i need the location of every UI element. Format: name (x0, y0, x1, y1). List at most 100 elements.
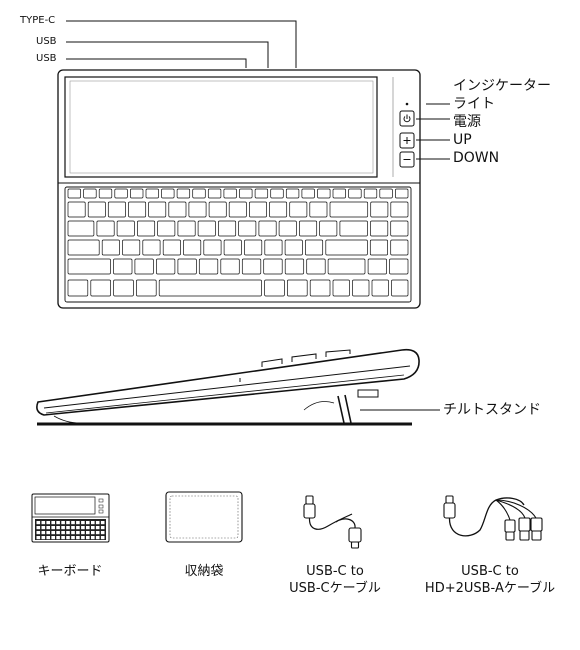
up-button[interactable] (399, 132, 415, 149)
down-button[interactable] (399, 151, 415, 168)
keyboard-key (177, 220, 196, 237)
tilt-stand-label: チルトスタンド (443, 402, 541, 418)
keyboard-key (157, 220, 176, 237)
mini-key (95, 536, 100, 540)
keyboard-key (67, 220, 95, 237)
mini-key (51, 536, 55, 540)
keyboard-key (188, 201, 207, 218)
keyboard-key (244, 239, 263, 256)
accessory-bag-caption: 収納袋 (149, 563, 259, 580)
keyboard-key (285, 188, 300, 199)
keyboard-key (309, 201, 328, 218)
keyboard-key (306, 258, 326, 275)
keyboard-key (114, 188, 128, 199)
mini-key (86, 526, 90, 530)
mini-key (36, 531, 41, 535)
keyboard-key (305, 239, 324, 256)
keyboard-key (183, 239, 202, 256)
keyboard-key (145, 188, 159, 199)
keyboard-key (192, 188, 206, 199)
keyboard-key (116, 220, 135, 237)
keyboard-key (270, 188, 284, 199)
screen (64, 76, 378, 178)
keyboard-keys (67, 188, 409, 297)
mini-key (61, 531, 65, 535)
keyboard-key (67, 279, 89, 297)
keyboard-key (332, 279, 350, 297)
keyboard-key (238, 220, 257, 237)
keyboard-key (284, 239, 303, 256)
mini-key (46, 531, 50, 535)
keyboard-key (137, 220, 156, 237)
usb-c-to-usb-c-cable-icon (303, 495, 362, 549)
keyboard-key (101, 239, 120, 256)
typec-port-label: TYPE-C (20, 15, 56, 26)
keyboard-key (134, 258, 154, 275)
mini-key (100, 536, 105, 540)
keyboard-key (332, 188, 346, 199)
mini-key (91, 536, 95, 540)
indicator-label-line2: ライト (453, 96, 495, 112)
keyboard-key (122, 239, 141, 256)
keyboard-key (90, 279, 111, 297)
keyboard-key (299, 220, 318, 237)
mini-key (81, 536, 85, 540)
usb-port-label-1: USB (36, 36, 57, 47)
keyboard-key (370, 220, 389, 237)
mini-key (66, 531, 70, 535)
mini-key (36, 521, 41, 525)
keyboard-key (389, 258, 409, 275)
port-leader-lines (66, 20, 297, 68)
mini-key (61, 536, 65, 540)
keyboard-key (228, 201, 247, 218)
keyboard-key (113, 258, 133, 275)
mini-key (56, 531, 60, 535)
keyboard-key (67, 201, 86, 218)
keyboard-key (96, 220, 115, 237)
keyboard-key (317, 188, 331, 199)
keyboard-key (176, 188, 191, 199)
keyboard-key (223, 188, 237, 199)
keyboard-key (148, 201, 167, 218)
mini-key (41, 521, 46, 525)
mini-key (95, 526, 100, 530)
keyboard-key (352, 279, 370, 297)
mini-key (95, 531, 100, 535)
mini-key (56, 521, 60, 525)
keyboard-key (329, 201, 369, 218)
indicator-light (405, 102, 409, 106)
power-button[interactable] (399, 110, 415, 127)
device-front-view (57, 69, 421, 309)
mini-key (76, 536, 80, 540)
keyboard-key (309, 279, 331, 297)
keyboard-key (107, 201, 126, 218)
mini-key (91, 521, 95, 525)
mini-key (51, 526, 55, 530)
accessory-cable1-line2: USB-Cケーブル (289, 581, 381, 596)
mini-key (56, 536, 60, 540)
keyboard-key (249, 201, 267, 218)
keyboard-key (301, 188, 315, 199)
keyboard-key (263, 258, 283, 275)
mini-key (81, 521, 85, 525)
mini-key (86, 531, 90, 535)
keyboard-key (161, 188, 175, 199)
mini-key (46, 536, 50, 540)
keyboard-key (325, 239, 368, 256)
keyboard-key (339, 220, 368, 237)
keyboard-key (203, 239, 222, 256)
up-label: UP (453, 132, 472, 148)
mini-key (51, 521, 55, 525)
keyboard-key (269, 201, 288, 218)
keyboard-key (67, 258, 111, 275)
mini-key (100, 526, 105, 530)
keyboard-key (319, 220, 338, 237)
mini-key (56, 526, 60, 530)
keyboard-key (379, 188, 393, 199)
mini-key (76, 531, 80, 535)
accessory-cable2-line2: HD+2USB-Aケーブル (424, 581, 556, 596)
mini-key (71, 536, 75, 540)
mini-key (76, 521, 80, 525)
keyboard-key (390, 201, 409, 218)
accessory-cable1-caption: USB-C to USB-Cケーブル (270, 563, 400, 597)
